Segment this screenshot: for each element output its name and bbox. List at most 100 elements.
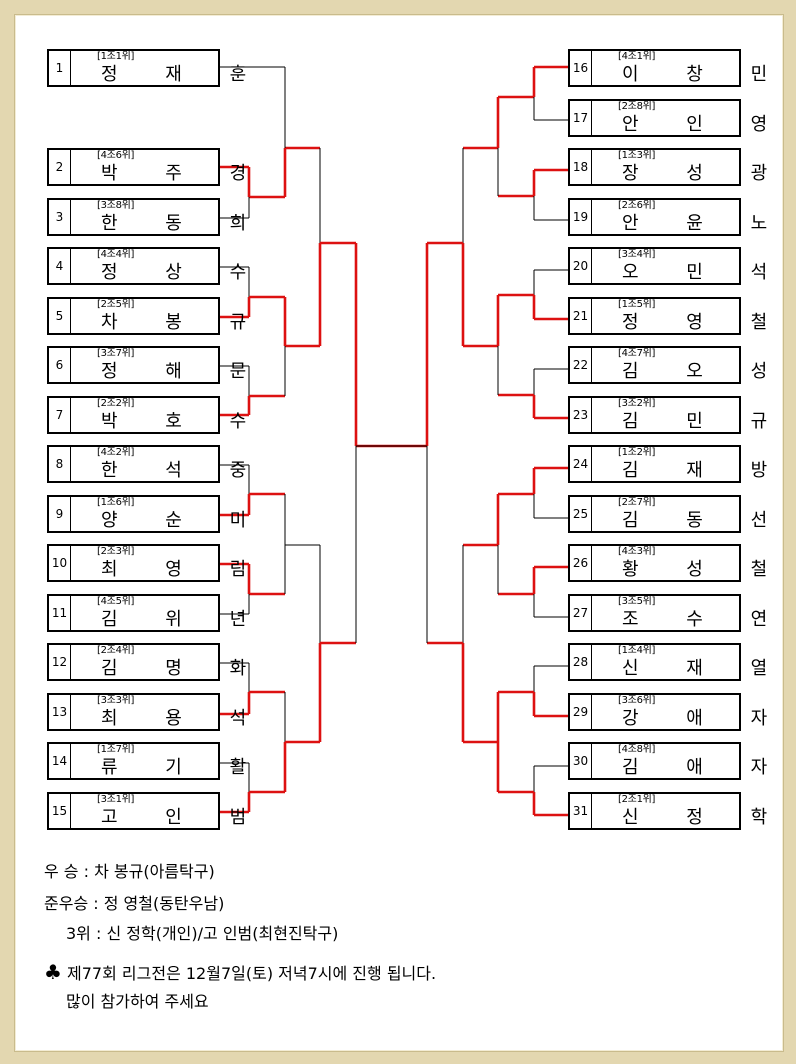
entry-seed: 11 (49, 595, 71, 630)
entry-group-rank: [1조5위] (618, 298, 656, 310)
entry-player-name: 한 동 희 (101, 212, 268, 234)
entry-seed: 12 (49, 645, 71, 679)
entry-player-name: 김 동 선 (622, 509, 789, 531)
entry-player-name: 박 주 경 (101, 163, 268, 184)
entry-seed: 14 (49, 744, 71, 778)
bracket-entry: 27[3조5위]조 수 연 (568, 593, 789, 632)
entry-seed: 30 (570, 744, 592, 778)
entry-player-name: 박 호 수 (101, 410, 268, 432)
entry-player-name: 황 성 철 (622, 559, 789, 580)
entry-seed: 6 (49, 348, 71, 382)
entry-player-name: 신 정 학 (622, 806, 789, 828)
entry-group-rank: [1조2위] (618, 447, 656, 458)
entry-seed: 31 (570, 793, 592, 828)
entry-player-name: 조 수 연 (622, 608, 789, 630)
bracket-entry: 22[4조7위]김 오 성 (568, 346, 767, 384)
bracket-entry: 16[4조1위]이 창 민 (568, 49, 767, 87)
bracket-entry: 28 [1조4위] 신 재 열 (568, 643, 789, 681)
club-suit-icon: ♣ (44, 960, 62, 984)
entry-player-name: 한 석 중 (101, 460, 268, 481)
entry-seed: 23 (570, 397, 592, 432)
entry-player-name: 신 재 열 (622, 658, 789, 679)
entry-seed: 3 (49, 199, 71, 234)
entry-player-name: 최 용 석 (101, 707, 268, 729)
entry-seed: 13 (49, 694, 71, 729)
third-place-line: 3위 : 신 정학(개인)/고 인범(최현진탁구) (66, 924, 339, 943)
entry-seed: 4 (49, 249, 71, 283)
bracket-entry: 19[2조6위]안 윤 노 (568, 197, 767, 236)
entry-group-rank: [4조7위] (618, 348, 656, 359)
bracket-entry: 30 [4조8위] 김 애 자 (568, 742, 789, 780)
bracket-entry: 18[1조3위]장 성 광 (568, 148, 767, 186)
entry-player-name: 안 인 영 (622, 113, 789, 135)
bracket-entry: 2 [4조6위] 박 주 경 (47, 148, 268, 186)
entry-group-rank: [4조4위] (97, 249, 135, 260)
entry-seed: 16 (570, 51, 592, 85)
entry-group-rank: [1조4위] (618, 645, 656, 656)
entry-seed: 17 (570, 100, 592, 135)
bracket-entry: 12[2조4위]김 명 화 (47, 643, 268, 681)
bracket-entry: 15[3조1위]고 인 범 (47, 791, 268, 830)
entry-player-name: 김 명 화 (101, 658, 268, 679)
entry-seed: 20 (570, 249, 592, 283)
bracket-entry: 17 [2조8위]안 인 영 (568, 98, 789, 137)
winner-line: 우 승 : 차 봉규(아름탁구) (44, 862, 215, 881)
entry-group-rank: [2조1위] (618, 793, 656, 805)
entry-group-rank: [3조4위] (618, 249, 656, 260)
entry-group-rank: [3조8위] (97, 199, 135, 211)
entry-seed: 28 (570, 645, 592, 679)
entry-seed: 19 (570, 199, 592, 234)
entry-seed: 2 (49, 150, 71, 184)
bracket-entry: 11 [4조5위]김 위 년 (47, 593, 268, 632)
entry-group-rank: [2조6위] (618, 199, 656, 211)
entry-group-rank: [3조6위] (618, 694, 656, 706)
entry-player-name: 강 애 자 (622, 707, 789, 729)
entry-seed: 7 (49, 397, 71, 432)
entry-seed: 8 (49, 447, 71, 481)
bracket-entry: 21[1조5위]정 영 철 (568, 296, 767, 335)
entry-seed: 1 (49, 51, 71, 85)
entry-group-rank: [4조1위] (618, 51, 656, 62)
entry-group-rank: [2조3위] (97, 546, 135, 557)
entry-player-name: 고 인 범 (101, 806, 268, 828)
bracket-entry: 6[3조7위]정 해 문 (47, 346, 268, 384)
entry-group-rank: [1조7위] (97, 744, 135, 755)
entry-player-name: 양 순 미 (101, 509, 268, 531)
bracket-entry: 23[3조2위]김 민 규 (568, 395, 789, 434)
tournament-sheet (14, 14, 784, 1052)
entry-group-rank: [1조6위] (97, 496, 135, 508)
entry-player-name: 정 해 문 (101, 361, 268, 382)
notice-line-1: ♣ 제77회 리그전은 12월7일(토) 저녁7시에 진행 됩니다. (44, 962, 436, 984)
entry-group-rank: [4조5위] (97, 595, 135, 607)
bracket-entry: 9[1조6위]양 순 미 (47, 494, 268, 533)
entry-player-name: 김 위 년 (101, 608, 268, 630)
entry-player-name: 차 봉 규 (101, 311, 268, 333)
bracket-entry: 7 [2조2위]박 호 수 (47, 395, 268, 434)
entry-group-rank: [1조3위] (618, 150, 656, 161)
entry-player-name: 김 애 자 (622, 757, 789, 778)
entry-group-rank: [4조8위] (618, 744, 656, 755)
bracket-entry: 26[4조3위]황 성 철 (568, 544, 789, 582)
bracket-entry: 5[2조5위]차 봉 규 (47, 296, 268, 335)
entry-seed: 25 (570, 496, 592, 531)
entry-group-rank: [2조2위] (97, 397, 135, 409)
entry-seed: 18 (570, 150, 592, 184)
entry-group-rank: [1조1위] (97, 51, 135, 62)
bracket-entry: 1[1조1위]정 재 훈 (47, 49, 246, 87)
entry-seed: 5 (49, 298, 71, 333)
entry-seed: 26 (570, 546, 592, 580)
bracket-entry: 10[2조3위]최 영 림 (47, 544, 268, 582)
entry-seed: 29 (570, 694, 592, 729)
bracket-entry: 25[2조7위]김 동 선 (568, 494, 789, 533)
notice-line-2: 많이 참가하여 주세요 (66, 992, 209, 1011)
entry-group-rank: [3조5위] (618, 595, 656, 607)
entry-group-rank: [4조6위] (97, 150, 135, 161)
entry-group-rank: [3조3위] (97, 694, 135, 706)
notice-text-1: 제77회 리그전은 12월7일(토) 저녁7시에 진행 됩니다. (67, 964, 437, 983)
entry-group-rank: [2조8위] (618, 100, 656, 112)
entry-player-name: 김 민 규 (622, 410, 789, 432)
entry-player-name: 최 영 림 (101, 559, 268, 580)
entry-group-rank: [3조1위] (97, 793, 135, 805)
runner-up-line: 준우승 : 정 영철(동탄우남) (44, 894, 225, 913)
entry-seed: 21 (570, 298, 592, 333)
